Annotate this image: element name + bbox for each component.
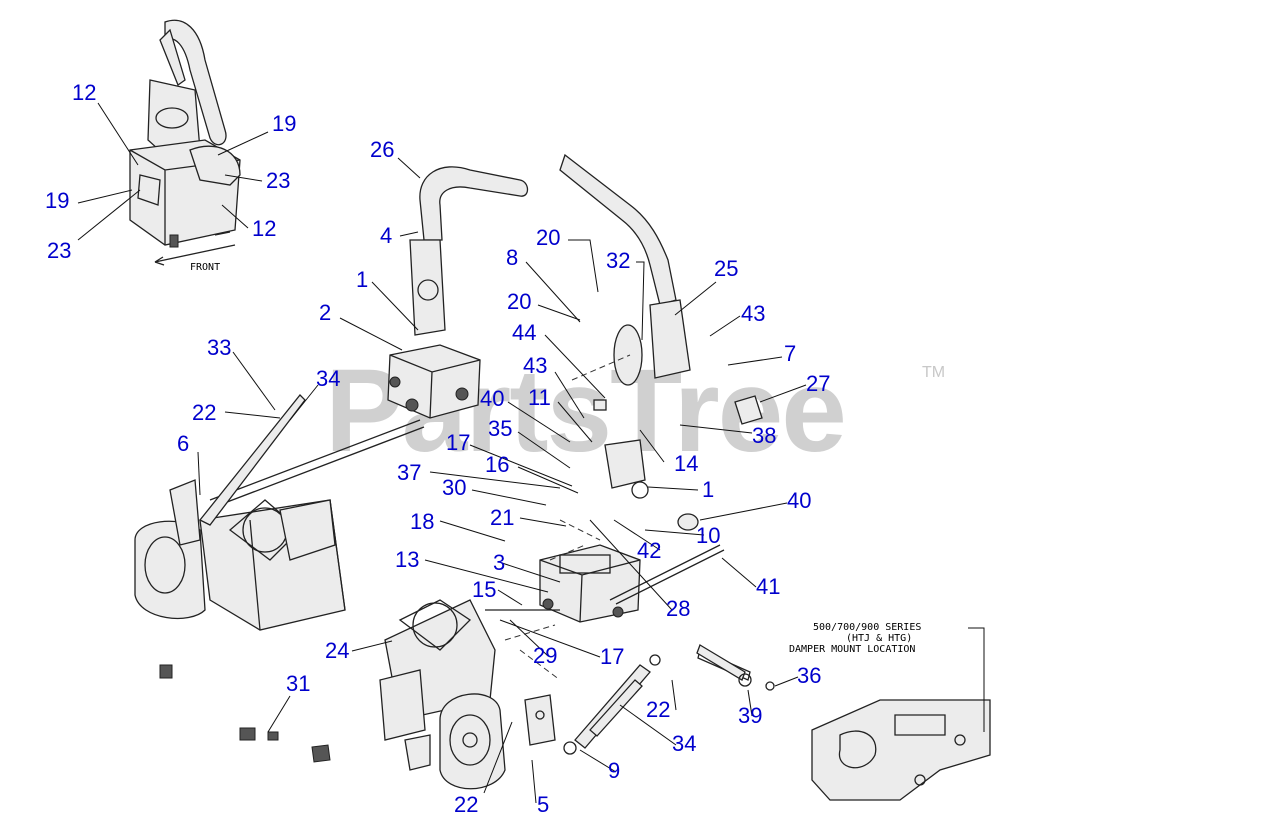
lower-bracket-assembly (539, 544, 751, 681)
right-transmission (379, 599, 560, 790)
callout-44[interactable]: 44 (512, 320, 537, 345)
right-handle-assembly (559, 153, 763, 531)
callout-12[interactable]: 12 (252, 216, 277, 241)
callout-22[interactable]: 22 (192, 400, 217, 425)
callout-11[interactable]: 11 (528, 385, 551, 410)
callout-14[interactable]: 14 (674, 451, 699, 476)
callout-39[interactable]: 39 (738, 703, 763, 728)
callout-17[interactable]: 17 (600, 644, 625, 669)
callout-12[interactable]: 12 (72, 80, 97, 105)
callout-27[interactable]: 27 (806, 371, 831, 396)
callout-37[interactable]: 37 (397, 460, 422, 485)
callout-28[interactable]: 28 (666, 596, 691, 621)
callout-30[interactable]: 30 (442, 475, 467, 500)
callout-22[interactable]: 22 (454, 792, 479, 817)
callout-41[interactable]: 41 (756, 574, 781, 599)
construction-lines (504, 354, 631, 681)
callout-34[interactable]: 34 (316, 366, 341, 391)
callout-10[interactable]: 10 (696, 523, 721, 548)
callout-40[interactable]: 40 (787, 488, 812, 513)
callout-18[interactable]: 18 (410, 509, 435, 534)
callout-43[interactable]: 43 (523, 353, 548, 378)
callout-43[interactable]: 43 (741, 301, 766, 326)
callout-8[interactable]: 8 (506, 245, 519, 270)
series-note-line-2: (HTJ & HTG) (846, 633, 913, 644)
callout-22[interactable]: 22 (646, 697, 671, 722)
callout-40[interactable]: 40 (480, 386, 505, 411)
callout-31[interactable]: 31 (286, 671, 311, 696)
callout-36[interactable]: 36 (797, 663, 822, 688)
callout-24[interactable]: 24 (325, 638, 350, 663)
left-transmission (134, 394, 425, 631)
callout-29[interactable]: 29 (533, 643, 558, 668)
callout-21[interactable]: 21 (490, 505, 515, 530)
callout-35[interactable]: 35 (488, 416, 513, 441)
callout-20[interactable]: 20 (507, 289, 532, 314)
callout-4[interactable]: 4 (380, 223, 393, 248)
callout-7[interactable]: 7 (784, 341, 797, 366)
callout-23[interactable]: 23 (266, 168, 291, 193)
callout-19[interactable]: 19 (45, 188, 70, 213)
callout-3[interactable]: 3 (493, 550, 506, 575)
callout-20[interactable]: 20 (536, 225, 561, 250)
callout-19[interactable]: 19 (272, 111, 297, 136)
series-note-line-3: DAMPER MOUNT LOCATION (789, 644, 916, 655)
inset-assembly (129, 19, 241, 266)
callout-16[interactable]: 16 (485, 452, 510, 477)
callout-1[interactable]: 1 (356, 267, 369, 292)
callout-26[interactable]: 26 (370, 137, 395, 162)
callout-32[interactable]: 32 (606, 248, 631, 273)
callout-5[interactable]: 5 (537, 792, 550, 817)
series-note-line-1: 500/700/900 SERIES (813, 622, 922, 633)
callout-42[interactable]: 42 (637, 538, 662, 563)
front-label: FRONT (190, 262, 221, 273)
callout-23[interactable]: 23 (47, 238, 72, 263)
callout-13[interactable]: 13 (395, 547, 420, 572)
leader-lines (77, 102, 807, 804)
callout-34[interactable]: 34 (672, 731, 697, 756)
callout-33[interactable]: 33 (207, 335, 232, 360)
callout-15[interactable]: 15 (472, 577, 497, 602)
damper-mount-plate (811, 627, 991, 801)
left-handle-assembly (387, 166, 529, 419)
callout-6[interactable]: 6 (177, 431, 190, 456)
callout-25[interactable]: 25 (714, 256, 739, 281)
callout-9[interactable]: 9 (608, 758, 621, 783)
dampers-and-hardware (159, 644, 775, 763)
callout-17[interactable]: 17 (446, 430, 471, 455)
callout-38[interactable]: 38 (752, 423, 777, 448)
trademark-mark: TM (922, 364, 946, 381)
callout-1[interactable]: 1 (702, 477, 715, 502)
callout-2[interactable]: 2 (319, 300, 332, 325)
